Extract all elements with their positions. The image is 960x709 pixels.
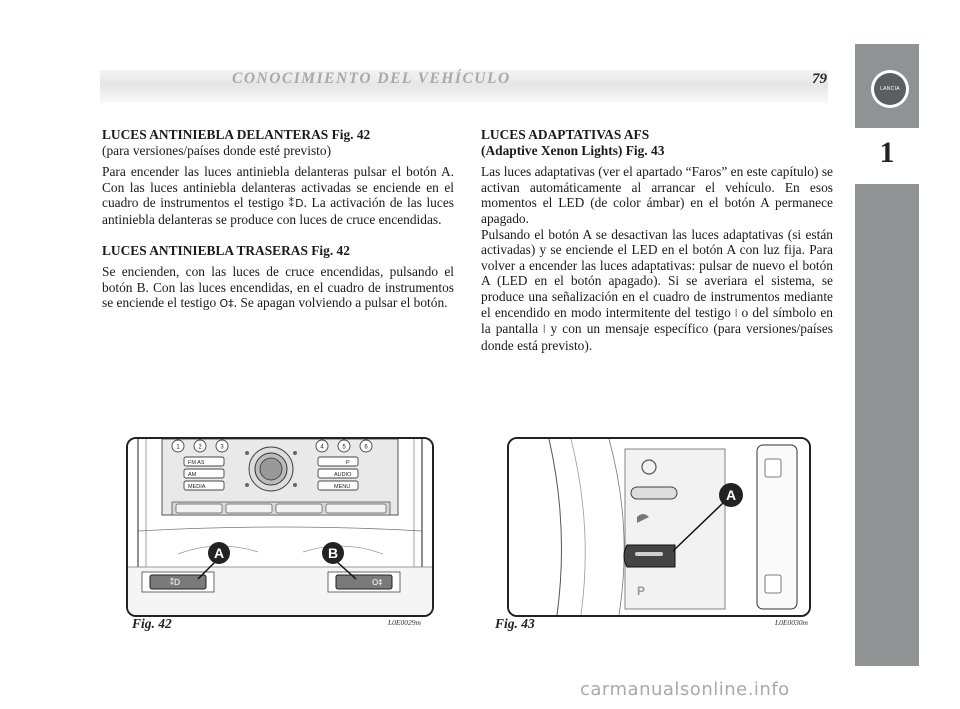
lancia-logo-badge — [874, 73, 906, 105]
figure-43-code: L0E0030m — [775, 618, 808, 627]
front-fog-subtitle: (para versiones/países donde esté previs… — [102, 142, 332, 158]
lancia-logo-text: LANCIA — [880, 86, 900, 92]
preset-6-label: 6 — [364, 445, 368, 451]
afs-warning-icon: ⦚ — [735, 306, 738, 320]
p-key-label: P — [346, 460, 350, 466]
callout-a-afs: A — [726, 487, 736, 503]
chapter-box — [855, 128, 919, 184]
menu-key-label: MENU — [334, 484, 350, 490]
figure-42-code: L0E0029m — [388, 618, 421, 627]
rear-fog-button-icon: O‡ — [372, 578, 382, 587]
audio-key-label: AUDIO — [334, 472, 352, 478]
preset-4-label: 4 — [320, 445, 324, 451]
afs-heading-line2: (Adaptive Xenon Lights) Fig. 43 — [481, 142, 665, 158]
afs-paragraph-2-b: o del símbolo en la pantalla — [481, 304, 833, 337]
figure-42-dashboard: 1 2 3 4 5 6 FM AS AM MEDIA P AUDIO MENU — [126, 437, 434, 617]
front-fog-body: Para encender las luces antiniebla delan… — [102, 164, 454, 227]
front-fog-body-text-a: Para encender las luces antiniebla delan… — [102, 164, 454, 211]
figure-43-afs-button: P A — [507, 437, 811, 617]
front-fog-lamp-icon: ⁑D — [288, 197, 304, 211]
figure-42-illustration: 1 2 3 4 5 6 FM AS AM MEDIA P AUDIO MENU — [128, 439, 432, 615]
watermark: carmanualsonline.info — [580, 679, 790, 700]
callout-b: B — [328, 545, 338, 561]
preset-2-label: 2 — [198, 445, 202, 451]
rear-fog-lamp-icon: O‡ — [219, 297, 234, 311]
preset-5-label: 5 — [342, 445, 346, 451]
rear-fog-body-text-a: Se encienden, con las luces de cruce enc… — [102, 264, 454, 311]
left-column: LUCES ANTINIEBLA DELANTERAS Fig. 42 (par… — [102, 127, 454, 312]
afs-paragraph-1: Las luces adaptativas (ver el apartado “… — [481, 164, 833, 226]
chapter-number: 1 — [879, 136, 895, 169]
rear-fog-body: Se encienden, con las luces de cruce enc… — [102, 264, 454, 312]
front-fog-heading: LUCES ANTINIEBLA DELANTERAS Fig. 42 — [102, 127, 371, 142]
figure-43-caption: Fig. 43 — [495, 616, 535, 631]
preset-1-label: 1 — [176, 445, 180, 451]
fm-key-label: FM AS — [188, 460, 205, 466]
svg-text:P: P — [637, 584, 645, 598]
header-band — [100, 70, 828, 102]
afs-paragraph-2-a: Pulsando el botón A se desactivan las lu… — [481, 226, 833, 320]
media-key-label: MEDIA — [188, 484, 206, 490]
am-key-label: AM — [188, 472, 197, 478]
callout-a: A — [214, 545, 224, 561]
page-number: 79 — [812, 71, 827, 87]
rear-fog-body-text-b: . Se apagan volviendo a pulsar el botón. — [233, 295, 448, 311]
section-title: CONOCIMIENTO DEL VEHÍCULO — [232, 70, 511, 87]
preset-3-label: 3 — [220, 445, 224, 451]
right-column: LUCES ADAPTATIVAS AFS (Adaptive Xenon Li… — [481, 127, 833, 353]
figure-42-caption: Fig. 42 — [132, 616, 172, 631]
rear-fog-heading: LUCES ANTINIEBLA TRASERAS Fig. 42 — [102, 242, 350, 258]
afs-display-icon: ⦚ — [543, 323, 546, 337]
afs-paragraph-2-c: y con un mensaje específico (para versio… — [481, 321, 833, 353]
front-fog-button-icon: ⁑D — [170, 576, 180, 587]
figure-43-illustration: P A — [509, 439, 809, 615]
front-fog-body-text-b: . La activación de las luces antiniebla … — [102, 195, 454, 227]
afs-heading-line1: LUCES ADAPTATIVAS AFS — [481, 127, 650, 142]
afs-paragraph-2: Pulsando el botón A se desactivan las lu… — [481, 227, 833, 354]
